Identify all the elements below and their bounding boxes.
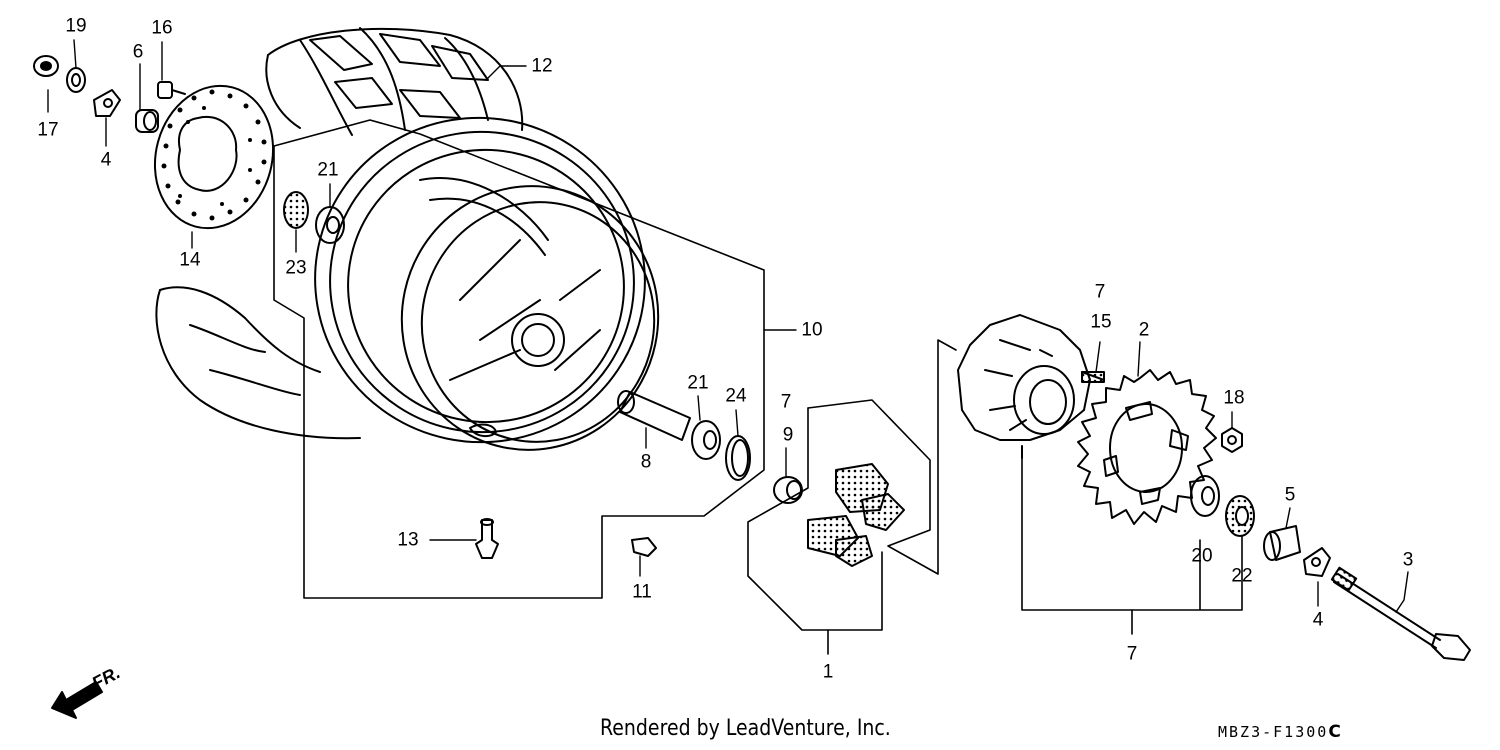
collar-4-left — [93, 89, 121, 117]
callout-23: 23 — [285, 258, 306, 279]
damper-rubbers — [807, 463, 905, 567]
callout-21-mid: 21 — [687, 373, 708, 394]
callout-13: 13 — [397, 530, 418, 551]
group-boundary-lines — [273, 119, 1243, 655]
air-valve-13 — [475, 518, 499, 559]
collar-5 — [1263, 525, 1301, 561]
drawing-code-suffix: C — [1328, 722, 1343, 742]
bearing-22 — [1225, 495, 1255, 537]
callout-4-left: 4 — [101, 150, 112, 171]
callout-18: 18 — [1223, 388, 1244, 409]
callout-8: 8 — [641, 452, 652, 473]
callout-24: 24 — [725, 386, 747, 407]
callout-3: 3 — [1403, 550, 1414, 571]
leader-lines — [47, 39, 1409, 613]
balance-weight-11 — [631, 537, 657, 557]
callout-20: 20 — [1191, 546, 1212, 567]
distance-collar-8 — [617, 390, 691, 441]
bearing-20 — [1190, 475, 1220, 517]
washer-19 — [66, 67, 86, 93]
callout-4-right: 4 — [1313, 610, 1324, 631]
callout-10: 10 — [801, 320, 822, 341]
axle-bolt-3 — [1330, 566, 1471, 661]
brake-disc — [153, 84, 275, 230]
circlip-24 — [725, 435, 751, 481]
bolt-16 — [157, 81, 186, 99]
collar-4-right — [1303, 547, 1331, 577]
drawing-code: MBZ3-F1300C — [1218, 722, 1343, 742]
callout-19: 19 — [65, 16, 86, 37]
callout-7-hub: 7 — [1095, 282, 1106, 303]
bearing-21-mid — [691, 420, 721, 460]
drawing-code-main: MBZ3-F1300 — [1218, 723, 1329, 741]
final-driven-sprocket — [1077, 369, 1217, 525]
callout-7-damper: 7 — [781, 392, 792, 413]
callout-labels: 1 2 3 4 4 5 6 7 7 7 8 9 10 11 12 13 14 1… — [37, 16, 1413, 694]
nut-18 — [1221, 427, 1243, 453]
wheel-rim — [314, 116, 660, 451]
callout-9: 9 — [783, 425, 794, 446]
collar-6 — [135, 109, 159, 133]
callout-14: 14 — [179, 250, 201, 271]
callout-7-bottom: 7 — [1127, 644, 1138, 665]
front-direction-arrow-icon — [51, 681, 103, 719]
callout-2: 2 — [1139, 320, 1150, 341]
callout-11: 11 — [632, 582, 652, 603]
callout-6: 6 — [133, 42, 144, 63]
callout-12: 12 — [531, 56, 552, 77]
callout-21-left: 21 — [317, 160, 338, 181]
o-ring-9 — [773, 476, 803, 504]
callout-16: 16 — [151, 18, 172, 39]
tire — [155, 27, 524, 440]
footer-credit: Rendered by LeadVenture, Inc. — [600, 716, 891, 741]
callout-1: 1 — [823, 662, 834, 683]
callout-15: 15 — [1090, 312, 1111, 333]
callout-5: 5 — [1285, 485, 1296, 506]
callout-22: 22 — [1231, 566, 1252, 587]
callout-17: 17 — [37, 120, 58, 141]
driven-flange — [957, 314, 1091, 459]
stud-15 — [1081, 371, 1105, 383]
flange-nut-17 — [33, 55, 59, 77]
oil-seal-23 — [283, 191, 309, 229]
